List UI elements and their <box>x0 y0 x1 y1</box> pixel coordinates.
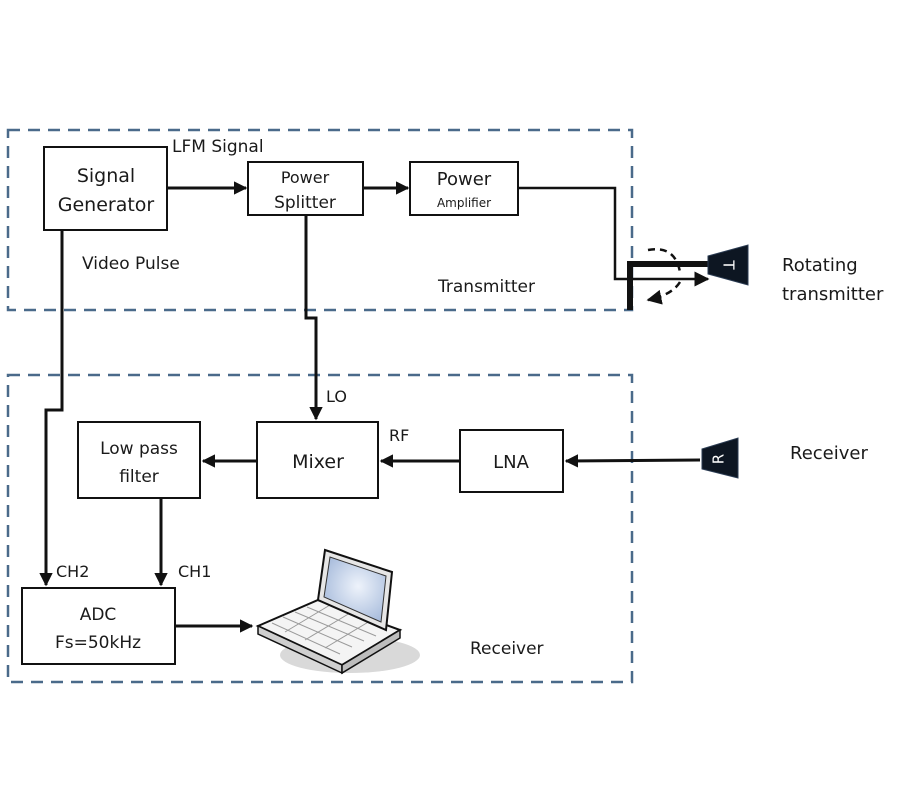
power-splitter-label-2: Splitter <box>274 193 336 213</box>
receive-antenna-glyph: R <box>710 454 728 464</box>
power-amplifier-label-2: Amplifier <box>437 196 491 210</box>
video-pulse-label: Video Pulse <box>82 254 180 274</box>
low-pass-filter-label-1: Low pass <box>100 439 178 459</box>
mixer-label: Mixer <box>292 451 344 473</box>
power-splitter-label-1: Power <box>281 168 330 187</box>
power-amplifier-label-1: Power <box>437 169 492 190</box>
signal-generator-block <box>43 146 168 231</box>
transmit-antenna-icon: T <box>707 244 749 286</box>
transmit-antenna-glyph: T <box>720 259 738 270</box>
adc-label-2: Fs=50kHz <box>55 633 141 653</box>
rotating-transmitter-caption-2: transmitter <box>782 284 884 305</box>
low-pass-filter-label-2: filter <box>119 467 159 487</box>
lna-label: LNA <box>493 452 529 473</box>
signal-generator-label-2: Generator <box>58 194 155 216</box>
antenna-to-lna-connector <box>564 454 701 468</box>
video-pulse-connector <box>39 230 64 587</box>
lo-connector <box>304 215 323 421</box>
rf-label: RF <box>389 426 409 445</box>
rotating-transmitter-caption-1: Rotating <box>782 255 858 276</box>
transmitter-region-label: Transmitter <box>437 277 535 297</box>
receiver-region-label: Receiver <box>470 639 544 659</box>
laptop-icon <box>255 548 420 675</box>
transmitter-region <box>6 128 634 312</box>
receiver-antenna-caption: Receiver <box>790 443 868 464</box>
signal-generator-label-1: Signal <box>77 165 135 187</box>
power-amplifier-block <box>409 161 519 216</box>
receive-antenna-icon: R <box>701 437 739 479</box>
lo-label: LO <box>326 387 347 406</box>
ch1-label: CH1 <box>178 562 211 581</box>
amplifier-to-antenna-connector <box>518 186 710 287</box>
adc-label-1: ADC <box>80 605 117 625</box>
ch2-label: CH2 <box>56 562 89 581</box>
receiver-region <box>6 373 634 684</box>
lfm-signal-label: LFM Signal <box>172 137 264 157</box>
rotating-mount <box>627 248 712 310</box>
low-pass-filter-block <box>77 421 201 499</box>
adc-block <box>21 587 176 665</box>
